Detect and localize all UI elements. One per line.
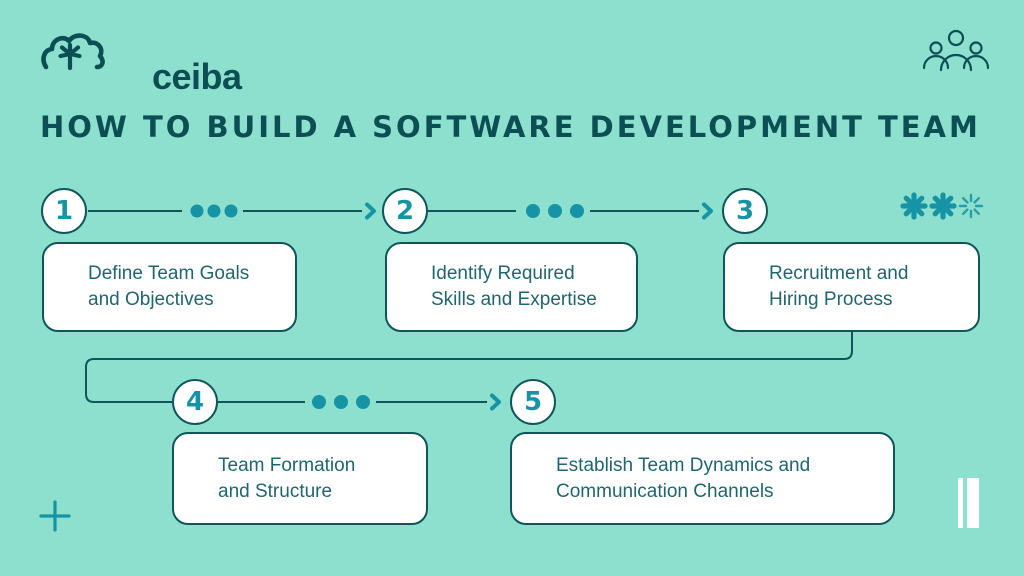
ceiba-tree-icon <box>41 33 105 71</box>
pause-bars-icon <box>958 478 980 528</box>
asterisk-solid-icon <box>900 192 928 220</box>
arrow-icon <box>490 393 501 411</box>
connector-step1-step2 <box>88 202 376 220</box>
step-number: 2 <box>395 196 415 226</box>
connector-step4-step5 <box>218 393 501 411</box>
step-5-badge: 5 <box>510 379 556 425</box>
step-2-badge: 2 <box>382 188 428 234</box>
step-4-badge: 4 <box>172 379 218 425</box>
step-number: 3 <box>735 196 755 226</box>
plus-icon <box>39 500 71 532</box>
arrow-icon <box>702 202 713 220</box>
pause-bar-thin <box>958 478 963 528</box>
pause-bar-wide <box>967 478 979 528</box>
step-1-badge: 1 <box>41 188 87 234</box>
team-people-icon <box>922 29 990 72</box>
ceiba-logo: ceiba <box>40 30 242 97</box>
asterisk-outline-icon <box>958 193 984 219</box>
step-number: 1 <box>54 196 74 226</box>
brand-name: ceiba <box>152 56 242 97</box>
step-number: 4 <box>185 387 205 417</box>
connector-step3-step4 <box>85 332 853 403</box>
asterisk-solid-icon <box>929 192 957 220</box>
page-title: HOW TO BUILD A SOFTWARE DEVELOPMENT TEAM <box>40 110 981 144</box>
step-3-badge: 3 <box>722 188 768 234</box>
arrow-icon <box>365 202 376 220</box>
step-number: 5 <box>523 387 543 417</box>
connector-step2-step3 <box>428 202 713 220</box>
